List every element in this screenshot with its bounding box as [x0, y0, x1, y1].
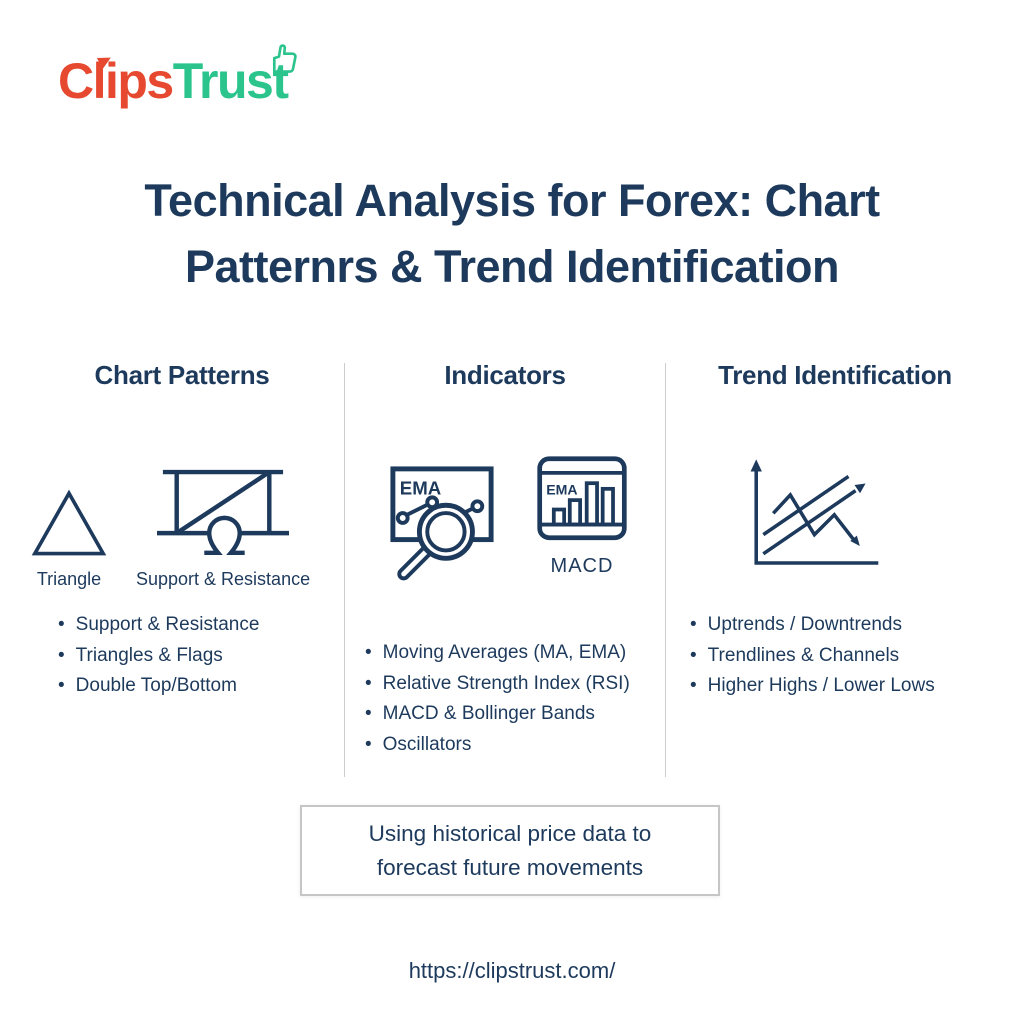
- ema-analysis-figure: EMA: [387, 455, 497, 581]
- thumbs-up-icon: [268, 42, 304, 80]
- list-item: • Relative Strength Index (RSI): [365, 669, 630, 700]
- bullet-dot: •: [58, 644, 65, 666]
- support-resistance-figure: Support & Resistance: [136, 460, 310, 590]
- list-item: • Uptrends / Downtrends: [690, 610, 935, 641]
- list-item-text: MACD & Bollinger Bands: [382, 703, 595, 724]
- icon-caption: Support & Resistance: [136, 569, 311, 589]
- ema-magnifier-icon: EMA: [390, 466, 494, 581]
- footer-url: https://clipstrust.com/: [408, 958, 616, 983]
- macd-figure: EMA MACD: [535, 455, 629, 578]
- triangle-pattern-icon: [31, 489, 107, 556]
- triangle-figure: Triangle: [28, 487, 110, 590]
- list-item-text: Trendlines & Channels: [707, 644, 900, 666]
- ema-label: EMA: [546, 481, 577, 497]
- trend-lines-icon: [750, 459, 879, 565]
- bullet-dot: •: [58, 614, 65, 635]
- chart-patterns-list: • Support & Resistance • Triangles & Flags…: [58, 610, 259, 702]
- list-item-text: Higher Highs / Lower Lows: [707, 675, 935, 696]
- icon-caption: Triangle: [36, 569, 102, 589]
- column-chart-patterns: Chart Patterns Triangle: [20, 360, 344, 696]
- list-item-text: Uptrends / Downtrends: [707, 614, 902, 635]
- list-item: • Double Top/Bottom: [58, 671, 259, 702]
- list-item-text: Relative Strength Index (RSI): [382, 672, 630, 694]
- list-item: • Trendlines & Channels: [690, 641, 935, 672]
- bullet-dot: •: [58, 675, 65, 696]
- list-item-text: Triangles & Flags: [75, 644, 223, 666]
- trend-icons: [742, 458, 884, 568]
- list-item-text: Double Top/Bottom: [75, 675, 237, 696]
- support-resistance-icon: [157, 469, 290, 556]
- logo-text-trust: Trust: [172, 53, 289, 109]
- column-divider: [665, 363, 666, 777]
- list-item: • Oscillators: [365, 730, 630, 761]
- summary-note-text: Using historical price data to forecast …: [368, 820, 652, 880]
- list-item: • Higher Highs / Lower Lows: [690, 671, 935, 702]
- column-header: Trend Identification: [718, 360, 952, 390]
- list-item: • Triangles & Flags: [58, 641, 259, 672]
- column-header: Indicators: [444, 360, 566, 390]
- bullet-dot: •: [365, 703, 372, 724]
- chart-patterns-icons: Triangle Support & Resistance: [28, 460, 310, 590]
- column-divider: [344, 363, 345, 777]
- bullet-dot: •: [365, 672, 372, 694]
- column-header: Chart Patterns: [94, 360, 270, 390]
- logo-text-clips: Clips: [58, 53, 174, 109]
- summary-note-box: Using historical price data to forecast …: [300, 805, 720, 896]
- bullet-dot: •: [690, 614, 697, 635]
- macd-chart-icon: EMA: [537, 456, 627, 541]
- list-item-text: Oscillators: [382, 733, 472, 755]
- clipstrust-logo: ▶ ClipsTrust: [58, 44, 297, 110]
- trend-list: • Uptrends / Downtrends • Trendlines & Cha…: [690, 610, 935, 702]
- bullet-dot: •: [365, 642, 372, 663]
- bullet-dot: •: [365, 733, 372, 755]
- column-indicators: Indicators EMA: [345, 360, 665, 755]
- bullet-dot: •: [690, 675, 697, 696]
- ema-label: EMA: [400, 477, 441, 498]
- list-item: • Moving Averages (MA, EMA): [365, 638, 630, 669]
- trend-chart-figure: [742, 458, 884, 568]
- list-item: • MACD & Bollinger Bands: [365, 699, 630, 730]
- indicators-icons: EMA: [387, 455, 629, 581]
- indicators-list: • Moving Averages (MA, EMA) • Relative Str…: [365, 638, 630, 760]
- list-item: • Support & Resistance: [58, 610, 259, 641]
- page-title: Technical Analysis for Forex: Chart Patt…: [144, 175, 880, 292]
- bullet-dot: •: [690, 644, 697, 666]
- column-trend-identification: Trend Identification: [666, 360, 1004, 696]
- icon-caption: MACD: [550, 555, 614, 577]
- list-item-text: Support & Resistance: [75, 614, 260, 635]
- list-item-text: Moving Averages (MA, EMA): [382, 642, 627, 663]
